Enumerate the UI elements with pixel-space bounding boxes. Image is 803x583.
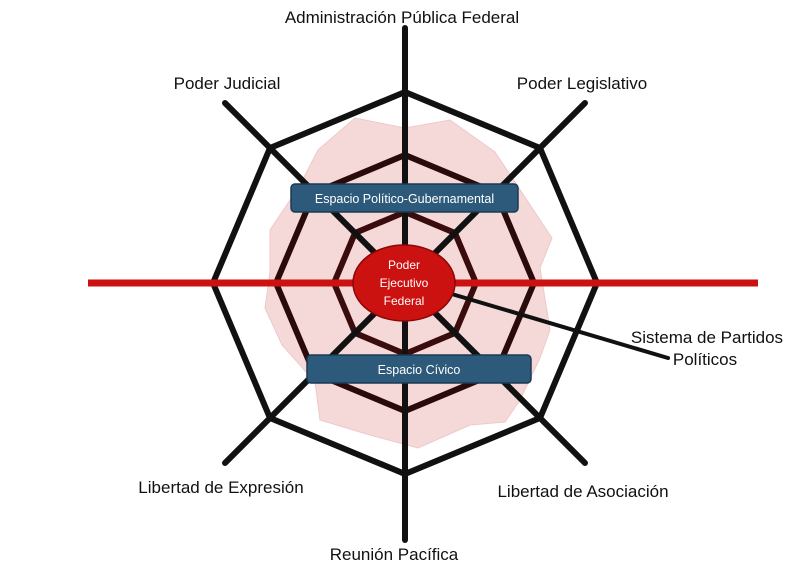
- label-sistema-de-partidos: Sistema de Partidos: [631, 328, 783, 347]
- upper-space-label: Espacio Político-Gubernamental: [315, 192, 494, 206]
- center-label-line2: Ejecutivo: [380, 276, 429, 290]
- center-label-line3: Federal: [384, 294, 425, 308]
- center-circle: [352, 244, 456, 322]
- label-libertad-de-expresion: Libertad de Expresión: [138, 478, 303, 497]
- label-politicos: Políticos: [673, 350, 737, 369]
- label-reunion-pacifica: Reunión Pacífica: [330, 545, 459, 564]
- label-poder-legislativo: Poder Legislativo: [517, 74, 647, 93]
- lower-space-box: [306, 354, 532, 384]
- center-label-line1: Poder: [388, 258, 420, 272]
- label-administracion-publica-federal: Administración Pública Federal: [285, 8, 519, 27]
- label-poder-judicial: Poder Judicial: [174, 74, 281, 93]
- label-libertad-de-asociacion: Libertad de Asociación: [497, 482, 668, 501]
- upper-space-box: [290, 183, 519, 213]
- connector-line: [443, 290, 670, 360]
- lower-space-label: Espacio Cívico: [378, 363, 461, 377]
